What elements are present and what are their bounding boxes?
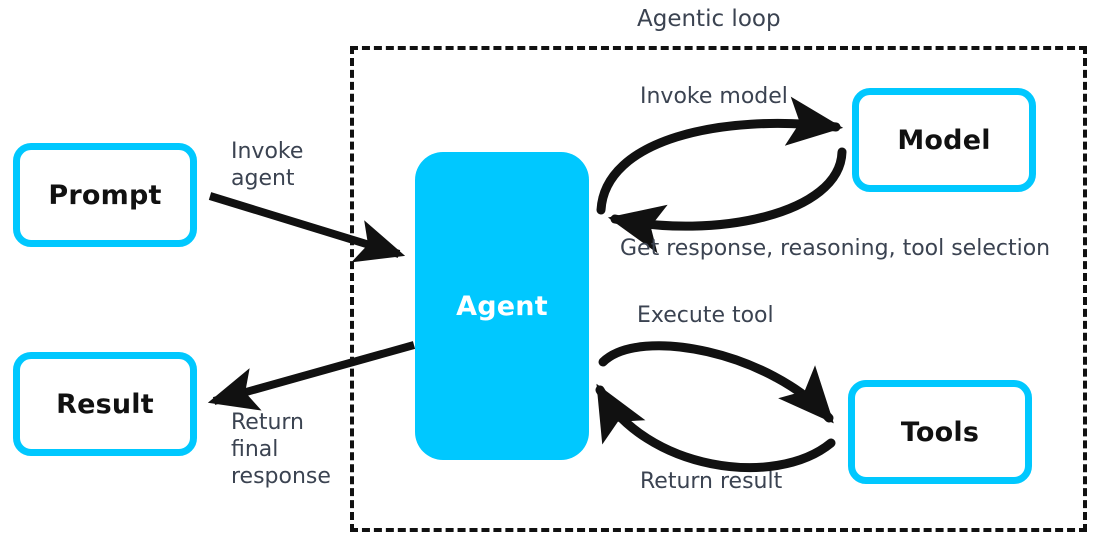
node-model[interactable]: Model (852, 88, 1036, 192)
edge-label-execute-tool: Execute tool (637, 303, 774, 328)
edge-label-return-result: Return result (640, 469, 783, 494)
node-tools[interactable]: Tools (848, 380, 1032, 484)
node-result[interactable]: Result (13, 352, 197, 456)
node-prompt[interactable]: Prompt (13, 143, 197, 247)
node-tools-label: Tools (900, 416, 980, 448)
node-result-label: Result (56, 388, 154, 420)
edge-label-return-final-response: Return final response (231, 410, 331, 489)
agentic-loop-boundary (350, 46, 1087, 532)
node-agent[interactable]: Agent (415, 152, 589, 460)
node-model-label: Model (897, 124, 991, 156)
edge-label-get-response: Get response, reasoning, tool selection (620, 236, 1051, 261)
node-prompt-label: Prompt (48, 179, 162, 211)
agentic-loop-label: Agentic loop (637, 6, 781, 32)
node-agent-label: Agent (456, 290, 548, 322)
edge-label-invoke-agent: Invoke agent (231, 139, 304, 191)
edge-label-invoke-model: Invoke model (640, 84, 788, 109)
